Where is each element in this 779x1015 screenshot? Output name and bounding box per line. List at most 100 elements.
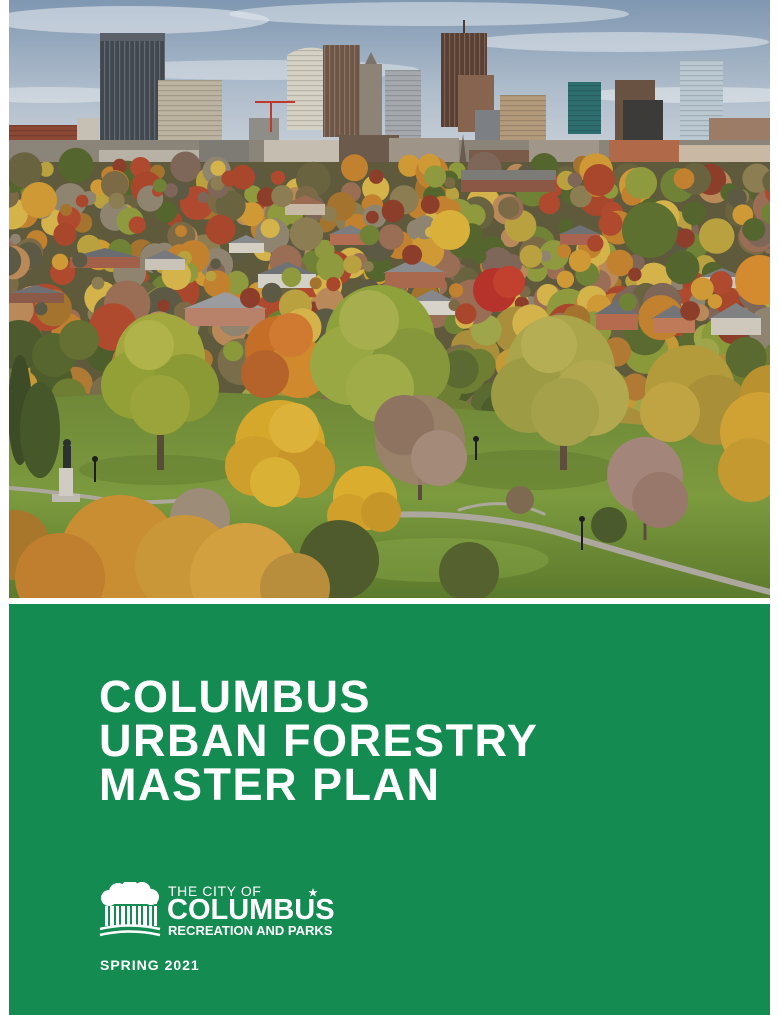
tree-foliage — [625, 167, 658, 199]
tree-foliage — [210, 160, 226, 176]
tree-foliage — [221, 170, 238, 187]
tree-foliage — [519, 244, 543, 268]
tree-foliage — [424, 165, 447, 188]
tree-foliage — [402, 244, 423, 265]
tree-foliage — [240, 287, 261, 308]
tree-foliage — [53, 222, 77, 246]
tree-foliage — [455, 303, 477, 325]
tree-foliage — [215, 190, 246, 221]
tree-foliage — [91, 276, 105, 290]
tree-foliage — [210, 258, 221, 270]
tree-foliage — [210, 176, 225, 191]
tree-foliage — [128, 216, 146, 234]
logo-department: RECREATION AND PARKS — [168, 923, 333, 938]
tree-foliage — [359, 225, 380, 246]
tree-foliage — [261, 282, 282, 303]
tree-foliage — [675, 228, 695, 248]
tree-foliage — [9, 185, 11, 194]
accent-trees — [21, 164, 770, 312]
park-trees — [9, 285, 770, 598]
tree-foliage — [58, 147, 94, 183]
tree-grove-icon — [99, 882, 161, 937]
tree-foliage — [51, 253, 69, 270]
tree-foliage — [309, 277, 322, 290]
logo-city-of: THE CITY OF — [168, 883, 262, 899]
tree-foliage — [270, 170, 286, 185]
tree-foliage — [471, 248, 487, 264]
tree-foliage — [556, 270, 575, 288]
tree-foliage — [363, 261, 374, 272]
tree-foliage — [680, 301, 700, 321]
lamp-posts — [92, 436, 585, 550]
tree-foliage — [230, 164, 256, 190]
tree-foliage — [398, 154, 421, 177]
tree-foliage — [440, 350, 479, 389]
tree-foliage — [38, 161, 54, 177]
tree-foliage — [568, 249, 592, 272]
tree-foliage — [197, 191, 209, 203]
houses — [9, 170, 763, 335]
tree-foliage — [289, 217, 324, 251]
tree-foliage — [364, 254, 392, 282]
tree-foliage — [271, 185, 294, 208]
tree-foliage — [9, 152, 43, 188]
tree-foliage — [152, 178, 167, 193]
tree-foliage — [163, 183, 178, 198]
tree-foliage — [108, 192, 125, 209]
tree-foliage — [60, 203, 73, 216]
title-line-2: URBAN FORESTRY — [99, 715, 539, 766]
tree-foliage — [205, 270, 217, 282]
tree-foliage — [690, 277, 714, 301]
tree-foliage — [155, 201, 177, 224]
tree-foliage — [223, 341, 244, 362]
tree-foliage — [72, 252, 88, 268]
tree-foliage — [725, 337, 767, 378]
tree-foliage — [239, 202, 264, 227]
cover-photo — [9, 0, 770, 598]
tree-canopy-front — [10, 165, 770, 329]
star-accent-icon — [308, 888, 318, 897]
tree-foliage — [698, 218, 735, 254]
title-line-1: COLUMBUS — [99, 671, 371, 722]
tree-foliage — [341, 154, 368, 182]
tree-foliage — [10, 233, 21, 245]
tree-foliage — [170, 151, 201, 183]
cover-photo-scene — [9, 0, 770, 598]
tree-foliage — [205, 214, 236, 245]
tree-foliage — [326, 277, 341, 292]
tree-foliage — [727, 188, 747, 208]
title-panel: COLUMBUS URBAN FORESTRY MASTER PLAN — [9, 604, 770, 1015]
tree-foliage — [381, 199, 405, 223]
tree-foliage — [463, 204, 486, 227]
tree-foliage — [618, 293, 637, 311]
tree-foliage — [112, 158, 127, 174]
tree-foliage — [256, 187, 276, 207]
tree-foliage — [557, 244, 571, 259]
tree-foliage — [538, 192, 561, 215]
tree-foliage — [665, 250, 700, 285]
statue — [52, 439, 80, 502]
tree-foliage — [606, 249, 634, 277]
report-title: COLUMBUS URBAN FORESTRY MASTER PLAN — [99, 671, 539, 807]
tree-foliage — [34, 302, 48, 316]
tree-foliage — [707, 294, 723, 309]
tree-foliage — [598, 211, 623, 236]
neighborhood — [9, 147, 770, 598]
tree-foliage — [539, 250, 552, 262]
tree-foliage — [343, 255, 362, 274]
tree-foliage — [709, 271, 733, 295]
tree-foliage — [448, 283, 464, 298]
tree-foliage — [762, 170, 770, 193]
tree-foliage — [260, 218, 280, 238]
tree-foliage — [225, 270, 249, 295]
tree-foliage — [742, 218, 766, 241]
publication-date: SPRING 2021 — [100, 957, 200, 973]
tree-foliage — [761, 202, 770, 224]
tree-foliage — [369, 169, 384, 184]
tree-foliage — [366, 210, 379, 224]
tree-foliage — [378, 224, 404, 250]
logo-columbus: COLUMBUS — [167, 894, 335, 926]
tree-foliage — [569, 185, 592, 208]
tree-foliage — [9, 246, 22, 276]
